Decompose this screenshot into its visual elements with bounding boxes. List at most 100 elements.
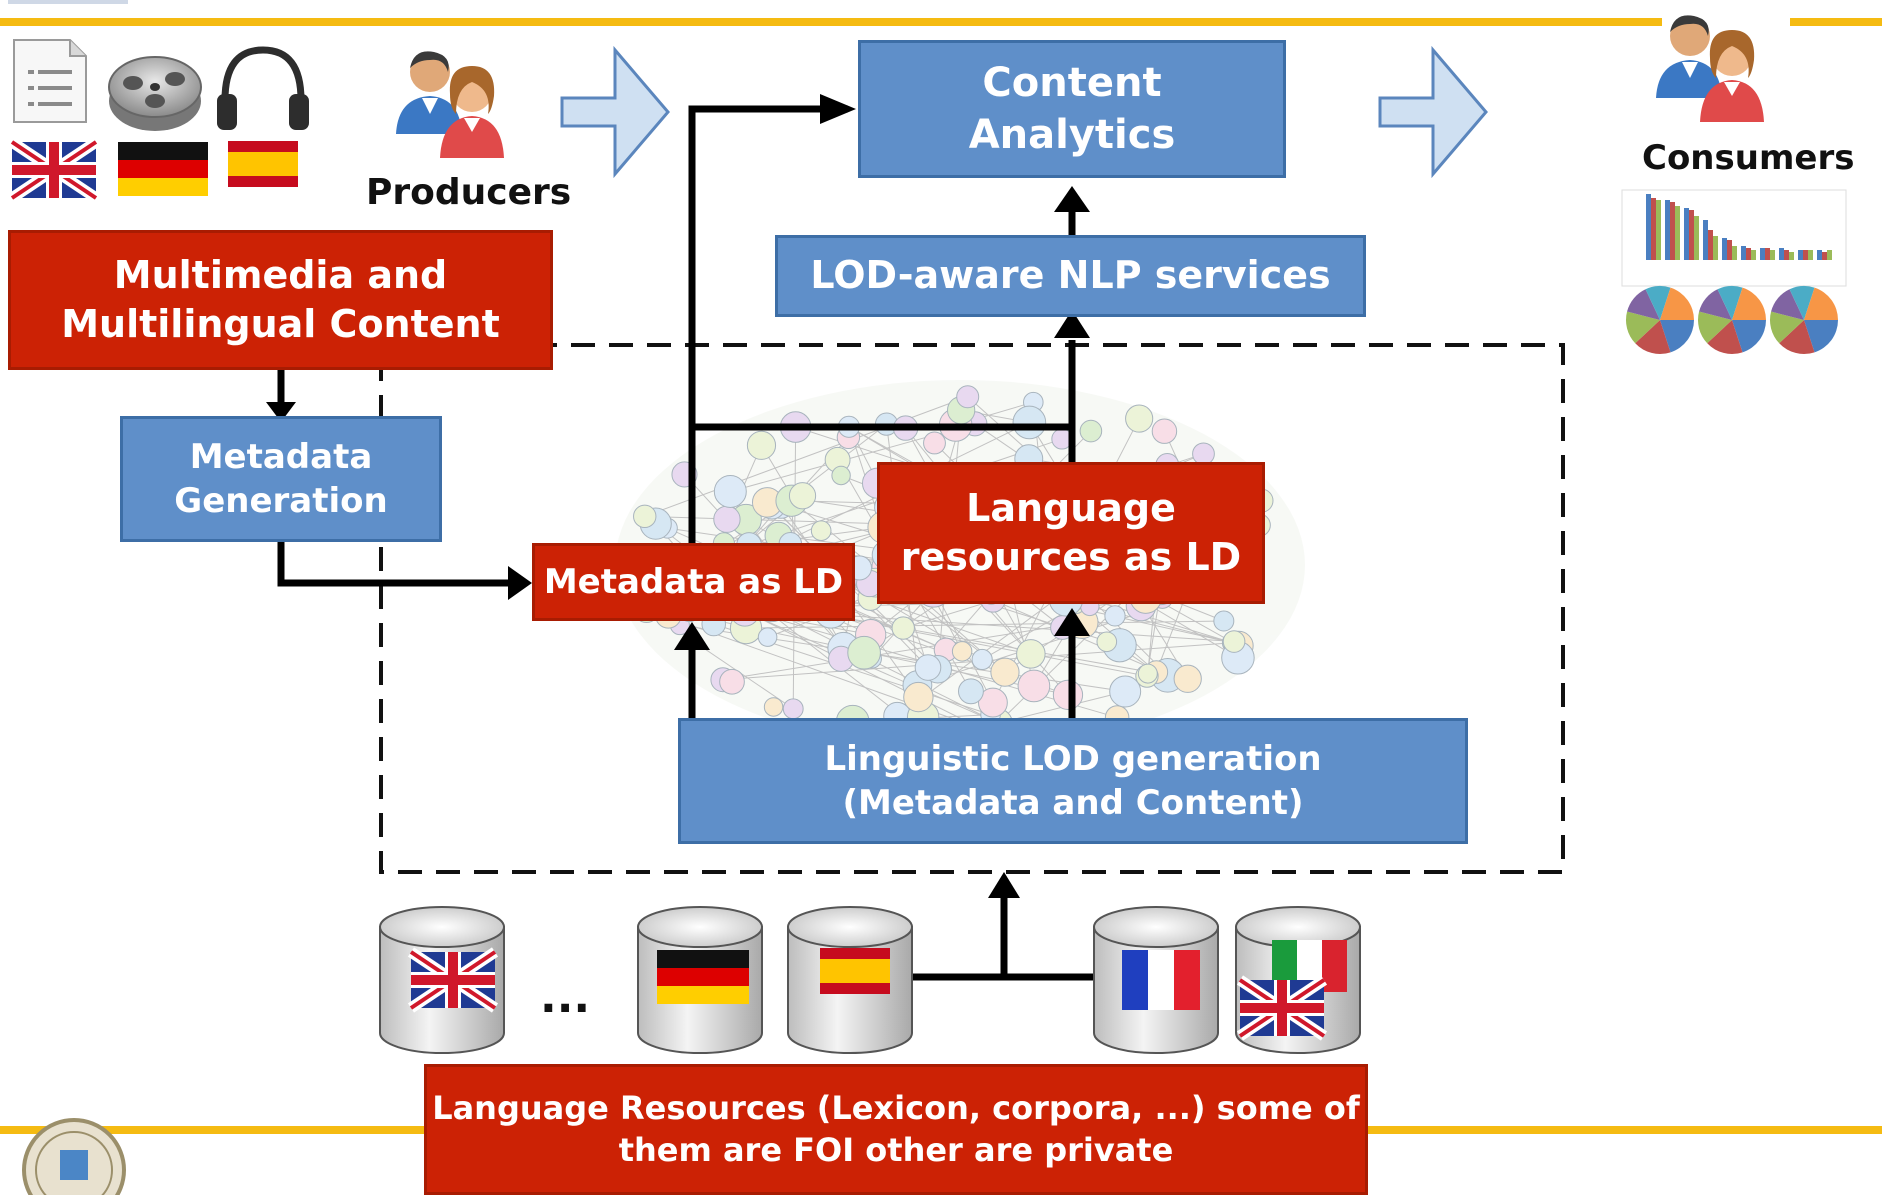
connectors (277, 105, 1094, 981)
thumbnail-bar (1694, 216, 1699, 260)
bottom-accent-bar-right (1368, 1126, 1882, 1134)
thumbnail-pie-slice (1717, 286, 1743, 320)
language-resources-ld-box: Language resources as LD (877, 462, 1265, 604)
thumbnail-pie-slice (1627, 289, 1660, 320)
thumbnail-bar (1665, 200, 1670, 260)
cloud-node (990, 657, 1020, 687)
cloud-node (1222, 630, 1246, 653)
thumbnail-bar (1675, 206, 1680, 260)
thumbnail-bar (1784, 250, 1789, 260)
users-icon (396, 51, 504, 158)
cloud-node (746, 430, 777, 460)
cloud-node (956, 385, 980, 409)
thumbnail-bar (1817, 250, 1822, 260)
thumbnail-pie-slice (1660, 287, 1694, 320)
cloud-node (971, 648, 993, 671)
users-icon (1656, 15, 1764, 122)
cloud-node (957, 678, 984, 705)
multimedia-content-box: Multimedia and Multilingual Content (8, 230, 553, 370)
cloud-node (782, 698, 804, 720)
thumbnail-bar (1741, 246, 1746, 260)
lod-nlp-services-box: LOD-aware NLP services (775, 235, 1366, 317)
cloud-link (870, 597, 1032, 655)
thumbnail-pie-slice (1707, 320, 1743, 354)
cloud-node (788, 482, 817, 510)
producers-label: Producers (366, 172, 572, 213)
cloud-node (1012, 405, 1047, 440)
cloud-node (1109, 675, 1142, 708)
cloud-node (978, 687, 1008, 718)
top-accent-bar-right (1790, 18, 1882, 26)
linguistic-lod-generation-box: Linguistic LOD generation (Metadata and … (678, 718, 1468, 844)
database-icon (1093, 906, 1219, 1054)
cloud-node (914, 654, 942, 681)
cloud-node (719, 668, 745, 695)
metadata-generation-box: Metadata Generation (120, 416, 442, 542)
cloud-node (1125, 404, 1154, 433)
bottom-accent-bar-left (0, 1126, 424, 1134)
cloud-node (903, 681, 934, 713)
cloud-node (1052, 679, 1084, 710)
thumbnail-bar (1727, 240, 1732, 260)
cloud-node (633, 504, 657, 529)
database-icon (379, 906, 505, 1054)
cloud-node (1017, 669, 1051, 703)
cloud-node (810, 520, 832, 542)
uk-flag-icon (12, 142, 96, 198)
thumbnail-pie-slice (1789, 286, 1815, 320)
cloud-node (1104, 605, 1126, 627)
content-analytics-box: Content Analytics (858, 40, 1286, 178)
thumbnail-bar (1732, 246, 1737, 260)
spain-flag-icon (228, 141, 298, 187)
thumbnail-bar (1689, 210, 1694, 260)
database-icon (1236, 906, 1361, 1054)
thumbnail-pie-slice (1732, 320, 1766, 353)
thumbnail-bar (1803, 250, 1808, 260)
thumbnail-pie-slice (1698, 311, 1732, 344)
university-seal-icon (22, 1118, 126, 1195)
cloud-node (1079, 419, 1103, 443)
chart-thumbnail-image (1621, 189, 1847, 354)
thumbnail-bar (1670, 202, 1675, 260)
thumbnail-bar (1722, 238, 1727, 260)
database-icon (637, 906, 763, 1054)
cloud-node (1096, 631, 1118, 653)
thumbnail-bar (1779, 248, 1784, 260)
thumbnail-bar (1646, 194, 1651, 260)
cloud-node (951, 641, 973, 662)
thumbnail-pie-slice (1635, 320, 1671, 354)
cloud-node (1151, 418, 1178, 444)
france-flag-icon (1122, 950, 1200, 1010)
thumbnail-pie-slice (1732, 287, 1766, 320)
germany-flag-icon (118, 142, 208, 196)
cloud-node (847, 635, 881, 670)
thumbnail-pie-slice (1770, 311, 1804, 344)
header-remnant (8, 0, 128, 4)
cloud-node (923, 431, 946, 455)
cloud-node (713, 474, 747, 508)
thumbnail-pie-slice (1804, 287, 1838, 320)
cloud-node (763, 697, 784, 717)
thumbnail-bar (1751, 250, 1756, 260)
cloud-node (831, 465, 851, 486)
database-icon (787, 906, 913, 1054)
flow-arrow-icon (560, 45, 670, 179)
thumbnail-bar (1746, 248, 1751, 260)
cloud-node (713, 505, 741, 533)
thumbnail-bar (1770, 250, 1775, 260)
cloud-node (1016, 639, 1046, 669)
cloud-node (1137, 663, 1158, 684)
thumbnail-bar (1656, 200, 1661, 260)
thumbnail-pie-slice (1779, 320, 1815, 354)
arrow-heads (266, 94, 1090, 898)
language-resources-box: Language Resources (Lexicon, corpora, ..… (424, 1064, 1368, 1195)
thumbnail-bar (1765, 248, 1770, 260)
ellipsis-text: ... (540, 972, 591, 1023)
thumbnail-pie-slice (1645, 286, 1671, 320)
cloud-link (644, 396, 968, 517)
thumbnail-bar (1703, 220, 1708, 260)
metadata-as-ld-box: Metadata as LD (532, 543, 855, 621)
thumbnail-bar (1798, 250, 1803, 260)
thumbnail-bar (1808, 250, 1813, 260)
thumbnail-pie-slice (1626, 311, 1660, 344)
